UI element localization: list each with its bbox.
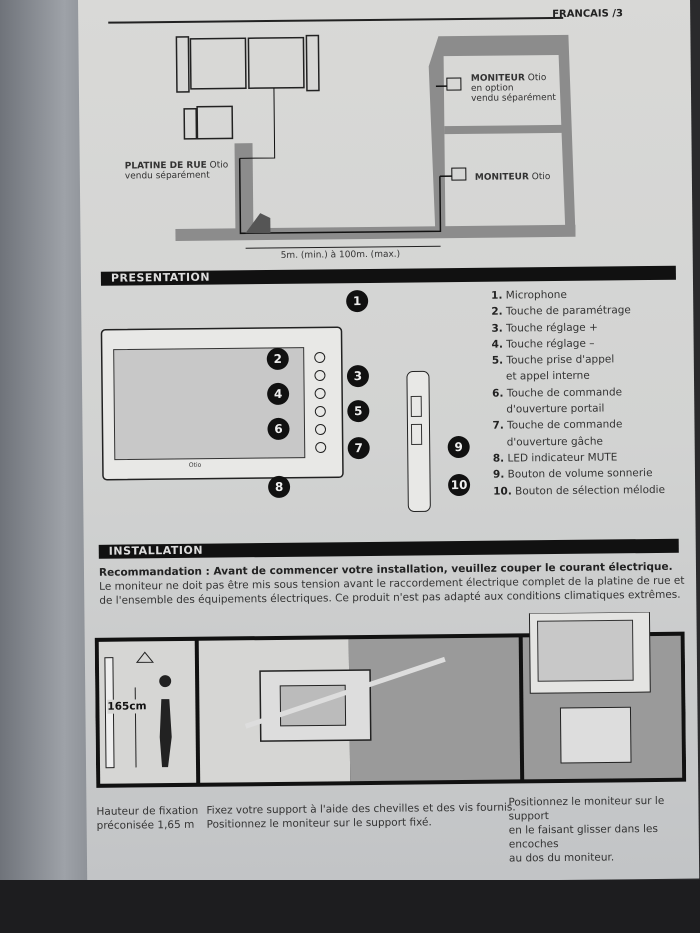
legend-text: Touche réglage +: [506, 321, 598, 335]
street-panel-note: vendu séparément: [124, 170, 210, 182]
legend-text: Bouton de sélection mélodie: [515, 483, 666, 498]
page-header: FRANCAIS /3: [552, 8, 623, 20]
callout-4: 4: [267, 382, 290, 406]
legend-text: Touche prise d'appel: [506, 353, 615, 367]
callout-3: 3: [346, 364, 370, 388]
legend-item: 2. Touche de paramétrage: [491, 302, 663, 320]
monitor-label: MONITEUR Otio: [475, 172, 551, 183]
legend-item: 4. Touche réglage –: [492, 335, 664, 353]
optional-monitor-note: en option: [470, 83, 514, 94]
legend-item: 5. Touche prise d'appel: [492, 351, 664, 369]
legend-item: et appel interne: [492, 367, 664, 385]
caption-line: Positionnez le moniteur sur le support: [508, 794, 665, 823]
legend-text: LED indicateur MUTE: [507, 451, 618, 465]
legend-text: d'ouverture portail: [506, 402, 605, 416]
wiring-diagram: [175, 34, 576, 249]
callout-2: 2: [266, 347, 289, 371]
legend-text: Bouton de volume sonnerie: [507, 467, 653, 481]
legend-item: d'ouverture portail: [492, 400, 664, 418]
legend-text: et appel interne: [505, 370, 590, 384]
language-label: FRANCAIS: [552, 8, 609, 21]
optional-monitor-brand: Otio: [527, 73, 547, 84]
caption-line: préconisée 1,65 m: [96, 818, 195, 832]
previous-page-edge: [0, 0, 92, 933]
legend-text: Touche de commande: [506, 386, 623, 400]
callout-7: 7: [347, 436, 370, 460]
legend-number: 5.: [491, 354, 504, 367]
callout-5: 5: [347, 399, 370, 423]
legend-item: 6. Touche de commande: [492, 384, 664, 402]
device-logo: Otio: [188, 461, 202, 469]
legend-number: 10.: [493, 485, 512, 498]
distance-label: 5m. (min.) à 100m. (max.): [280, 249, 401, 261]
legend-item: d'ouverture gâche: [493, 433, 665, 451]
presentation-heading: PRESENTATION: [100, 265, 676, 286]
legend-number: 8.: [492, 452, 505, 465]
caption-2: Fixez votre support à l'aide des chevill…: [206, 800, 515, 831]
legend-item: 10. Bouton de sélection mélodie: [493, 481, 665, 499]
legend-number: 4.: [491, 338, 503, 351]
caption-line: au dos du moniteur.: [508, 851, 615, 865]
callout-10: 10: [447, 473, 471, 497]
legend-number: 6.: [492, 387, 504, 400]
caption-line: en le faisant glisser dans les encoches: [508, 822, 658, 851]
callout-6: 6: [267, 417, 290, 441]
optional-monitor-title: MONITEUR: [470, 73, 525, 84]
legend-text: Touche réglage –: [506, 337, 595, 351]
legend-text: Touche de paramétrage: [505, 304, 631, 318]
monitor-title: MONITEUR: [474, 172, 529, 183]
legend-item: 1. Microphone: [491, 286, 663, 304]
callout-1: 1: [346, 289, 369, 313]
caption-line: Fixez votre support à l'aide des chevill…: [206, 801, 516, 817]
legend-text: d'ouverture gâche: [506, 435, 603, 449]
legend-number: 2.: [491, 305, 503, 318]
installation-illustrations: [94, 611, 687, 788]
callout-9: 9: [447, 435, 470, 459]
legend-number: 9.: [492, 468, 505, 481]
legend-number: 3.: [491, 322, 503, 335]
height-label: 165cm: [107, 699, 147, 714]
legend-text: Microphone: [505, 288, 567, 302]
monitor-brand: Otio: [531, 172, 551, 183]
legend-item: 7. Touche de commande: [492, 416, 664, 434]
legend-text: Touche de commande: [507, 418, 623, 432]
legend-item: 3. Touche réglage +: [491, 318, 663, 336]
legend-item: 9. Bouton de volume sonnerie: [493, 465, 665, 483]
legend-number: 1.: [491, 289, 503, 302]
page-number: /3: [612, 8, 623, 20]
legend-number: 7.: [492, 419, 504, 433]
legend-item: 8. LED indicateur MUTE: [493, 449, 665, 467]
installation-heading: INSTALLATION: [98, 538, 679, 559]
optional-monitor-note2: vendu séparément: [471, 93, 556, 104]
street-panel-brand: Otio: [209, 160, 229, 171]
callout-8: 8: [267, 475, 291, 499]
table-surface: [0, 880, 700, 933]
caption-line: Positionnez le moniteur sur le support f…: [206, 816, 432, 831]
header-rule: [108, 16, 564, 24]
caption-line: Hauteur de fixation: [96, 804, 199, 818]
legend-list: 1. Microphone 2. Touche de paramétrage 3…: [491, 286, 665, 500]
